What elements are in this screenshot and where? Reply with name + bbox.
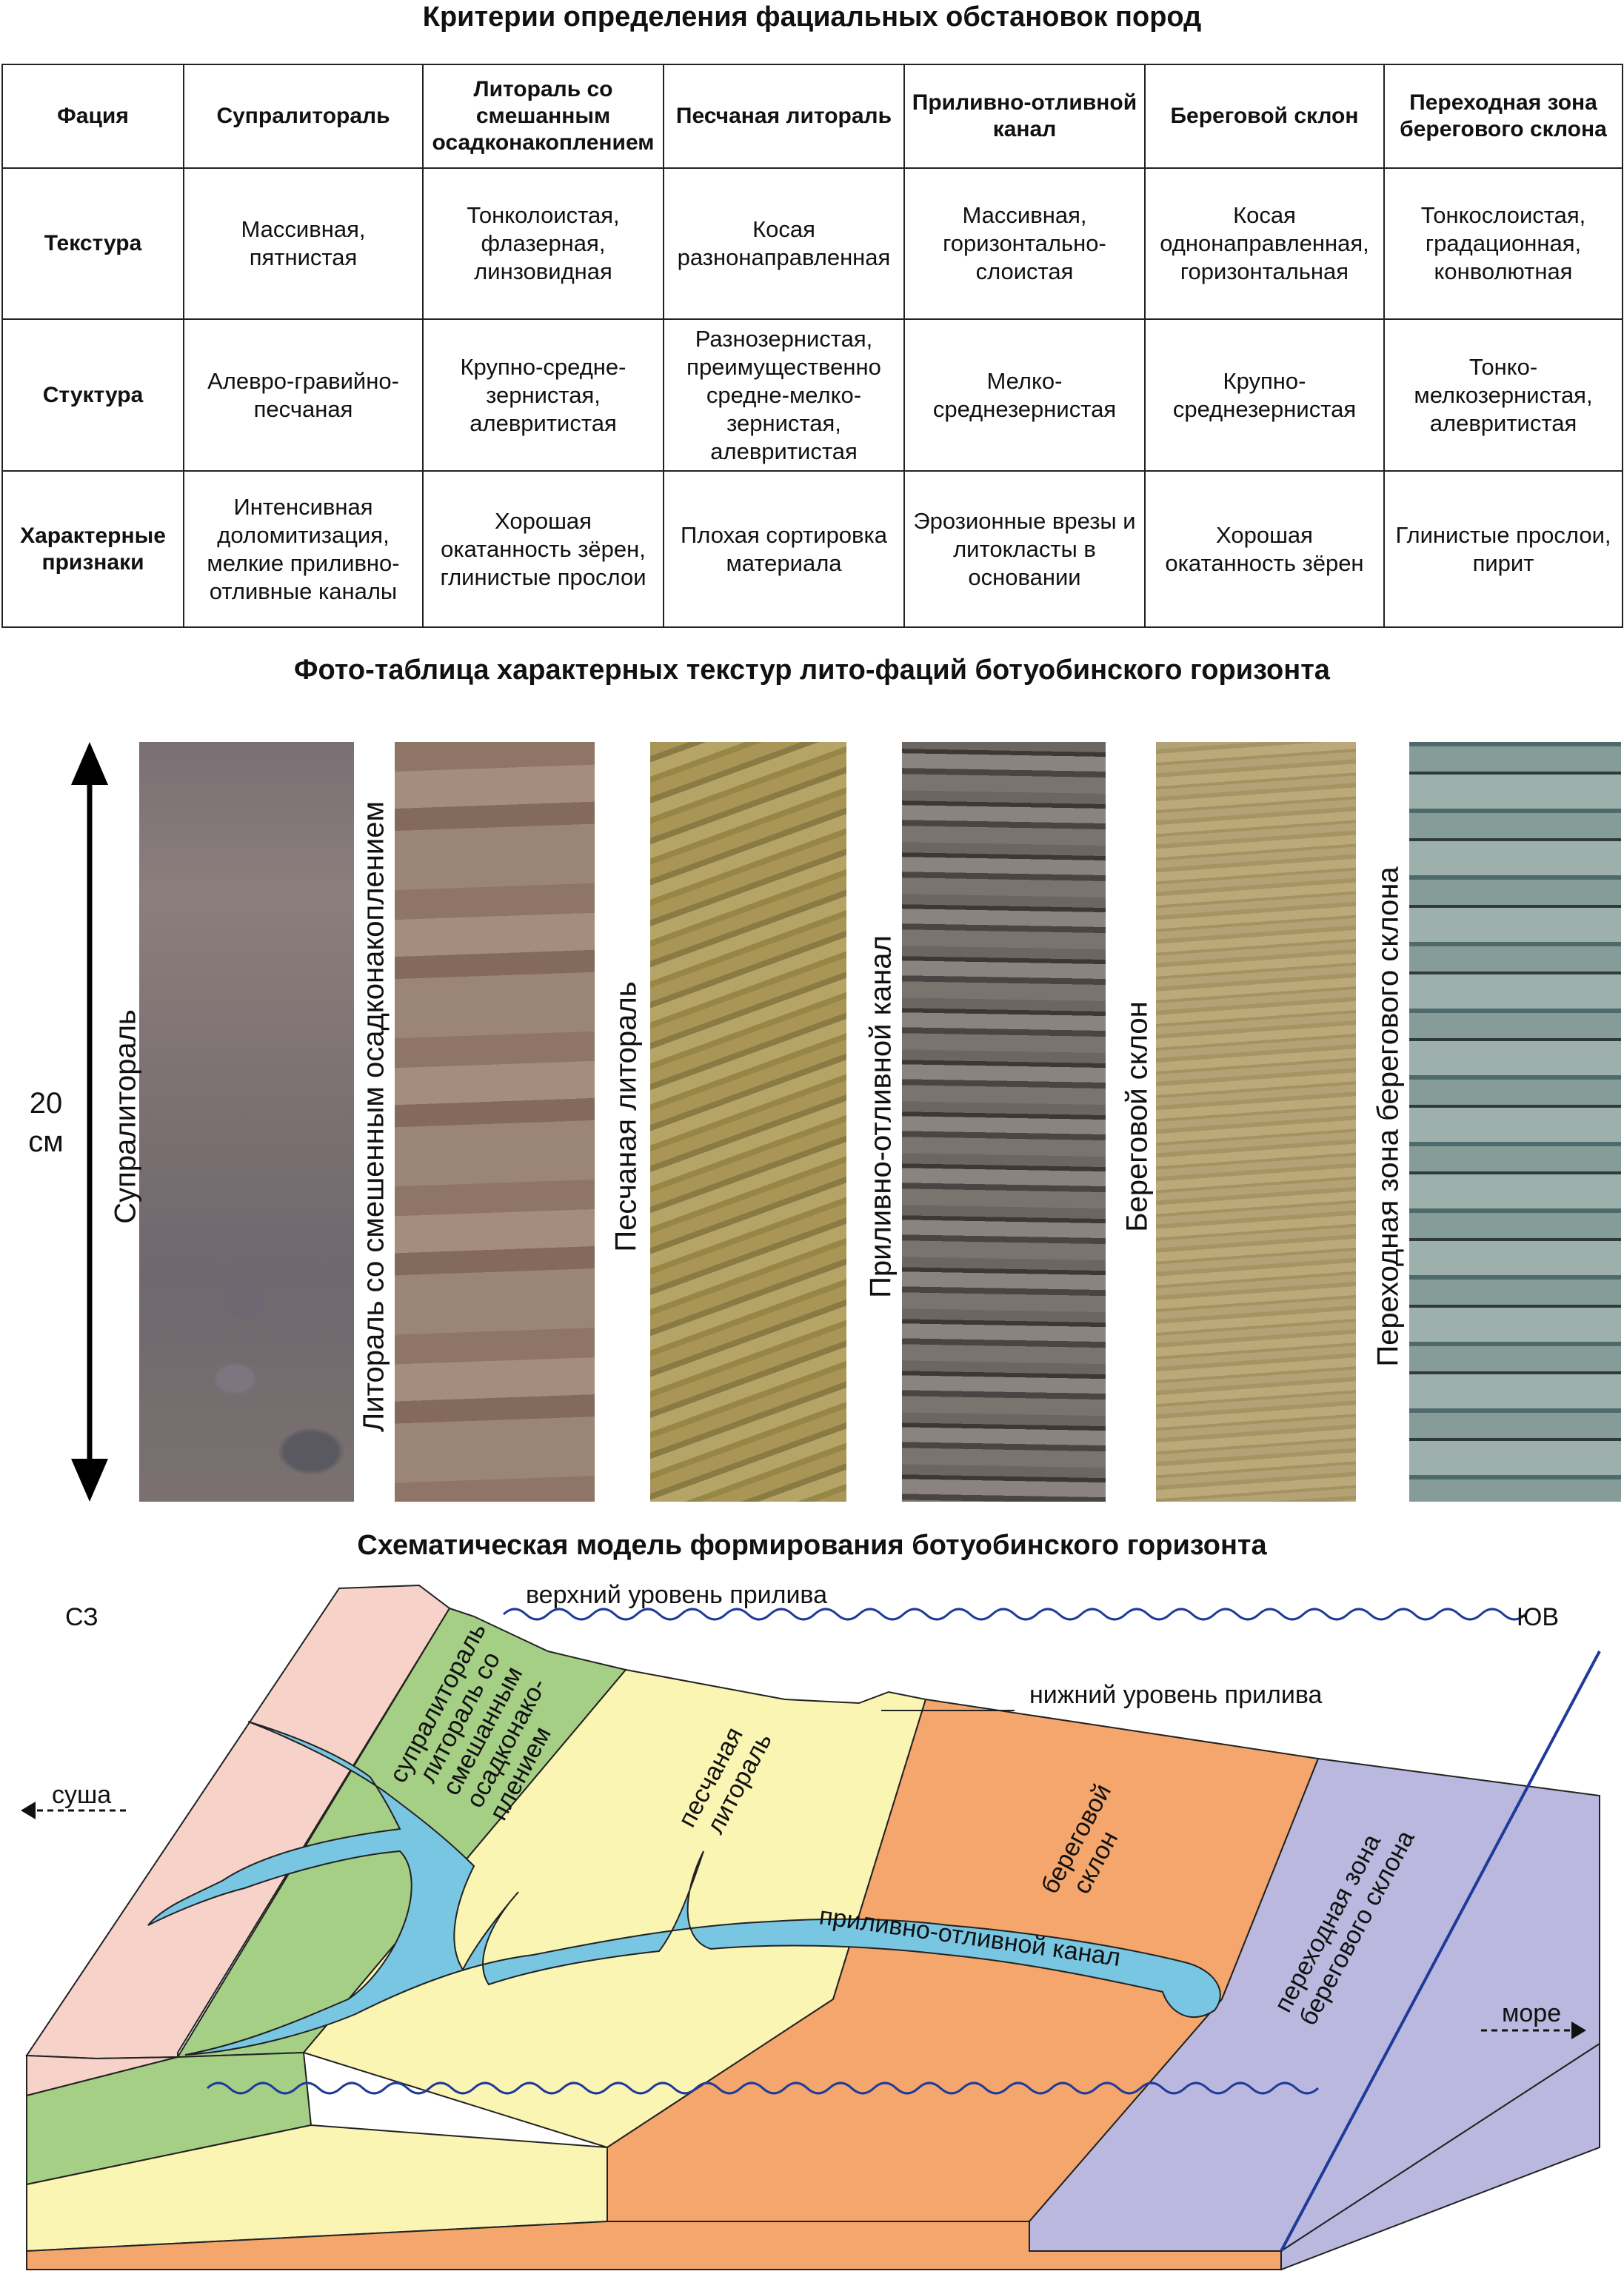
criteria-title: Критерии определения фациальных обстанов… xyxy=(422,1,1202,33)
core-photo-mixed-littoral xyxy=(395,742,595,1502)
core-photo-sandy-littoral xyxy=(650,742,846,1502)
row-label-structure: Стуктура xyxy=(1,318,184,472)
label-supralittoral: Супралитораль xyxy=(109,1009,142,1224)
sea-arrow-head xyxy=(1571,2021,1586,2039)
core-photo-transition-zone xyxy=(1409,742,1621,1502)
row-label-features: Характерные признаки xyxy=(1,470,184,628)
row-label-texture: Текстура xyxy=(1,167,184,320)
high-tide-water-line xyxy=(502,1608,1527,1621)
model-title: Схематическая модель формирования ботуоб… xyxy=(357,1530,1267,1561)
label-land: суша xyxy=(52,1781,111,1809)
tidal-channel xyxy=(147,1721,1221,2056)
header-supralittoral: Супралитораль xyxy=(183,64,424,169)
table-header-row: Фация Супралитораль Литораль со смешанны… xyxy=(1,64,1623,169)
table-cell: Глинистые прослои, пирит xyxy=(1383,470,1623,628)
label-transition-zone: Переходная зона берегового склона xyxy=(1371,866,1405,1367)
header-sandy-littoral: Песчаная литораль xyxy=(663,64,905,169)
table-cell: Косая однонаправленная, горизонтальная xyxy=(1144,167,1385,320)
label-se: ЮВ xyxy=(1517,1603,1559,1631)
table-cell: Интенсивная доломитизация, мелкие прилив… xyxy=(183,470,424,628)
formation-model-diagram: СЗ ЮВ суша море верхний уровень прилива … xyxy=(21,1581,1601,2271)
table-cell: Массивная, горизонтально-слоистая xyxy=(903,167,1146,320)
scale-arrow xyxy=(71,742,108,1502)
core-photo-shoreface xyxy=(1156,742,1356,1502)
front-face-shoreface xyxy=(26,2221,1282,2270)
photos-title: Фото-таблица характерных текстур лито-фа… xyxy=(294,655,1330,686)
label-low-tide: нижний уровень прилива xyxy=(1029,1681,1323,1709)
front-face-transition xyxy=(1280,2042,1600,2271)
core-photo-supralittoral xyxy=(139,742,354,1502)
table-cell: Хорошая окатанность зёрен xyxy=(1144,470,1385,628)
table-cell: Косая разнонаправленная xyxy=(663,167,905,320)
table-cell: Крупно-среднезернистая xyxy=(1144,318,1385,472)
table-cell: Тонколоистая, флазерная, линзовидная xyxy=(422,167,664,320)
table-row: Текстура Массивная, пятнистая Тонколоист… xyxy=(1,167,1623,320)
header-transition-zone: Переходная зона берегового склона xyxy=(1383,64,1623,169)
front-face-mixed xyxy=(26,2051,313,2186)
table-cell: Плохая сортировка материала xyxy=(663,470,905,628)
header-facies: Фация xyxy=(1,64,184,169)
front-water-line xyxy=(206,2081,1320,2095)
table-cell: Разнозернистая, преимущественно средне-м… xyxy=(663,318,905,472)
label-high-tide: верхний уровень прилива xyxy=(526,1581,827,1609)
table-cell: Тонкослоистая, градационная, конволютная xyxy=(1383,167,1623,320)
table-cell: Тонко-мелкозернистая, алевритистая xyxy=(1383,318,1623,472)
label-sea: море xyxy=(1502,1999,1561,2027)
label-shoreface: Береговой склон xyxy=(1120,1001,1154,1232)
facies-criteria-table: Фация Супралитораль Литораль со смешанны… xyxy=(1,64,1623,628)
scale-unit: см xyxy=(28,1126,64,1158)
label-tidal-channel: Приливно-отливной канал xyxy=(864,935,898,1298)
table-cell: Крупно-средне-зернистая, алевритистая xyxy=(422,318,664,472)
label-nw: СЗ xyxy=(65,1603,98,1631)
core-photo-tidal-channel xyxy=(902,742,1106,1502)
table-row: Характерные признаки Интенсивная доломит… xyxy=(1,470,1623,628)
right-water-edge xyxy=(1280,1651,1601,2252)
table-cell: Массивная, пятнистая xyxy=(183,167,424,320)
table-cell: Алевро-гравийно-песчаная xyxy=(183,318,424,472)
label-zone-mixed: литораль со смешанным осадконако- пление… xyxy=(414,1648,557,1825)
table-cell: Эрозионные врезы и литокласты в основани… xyxy=(903,470,1146,628)
header-mixed-littoral: Литораль со смешанным осадконакоплением xyxy=(422,64,664,169)
land-arrow-head xyxy=(21,1802,36,1819)
label-mixed-littoral: Литораль со смешенным осадконакоплением xyxy=(357,801,390,1432)
header-tidal-channel: Приливно-отливной канал xyxy=(903,64,1146,169)
header-shoreface: Береговой склон xyxy=(1144,64,1385,169)
table-cell: Хорошая окатанность зёрен, глинистые про… xyxy=(422,470,664,628)
table-row: Стуктура Алевро-гравийно-песчаная Крупно… xyxy=(1,318,1623,472)
label-sandy-littoral: Песчаная литораль xyxy=(609,981,643,1252)
table-cell: Мелко-среднезернистая xyxy=(903,318,1146,472)
front-face-sandy xyxy=(26,2124,608,2253)
scale-value: 20 xyxy=(29,1087,63,1120)
